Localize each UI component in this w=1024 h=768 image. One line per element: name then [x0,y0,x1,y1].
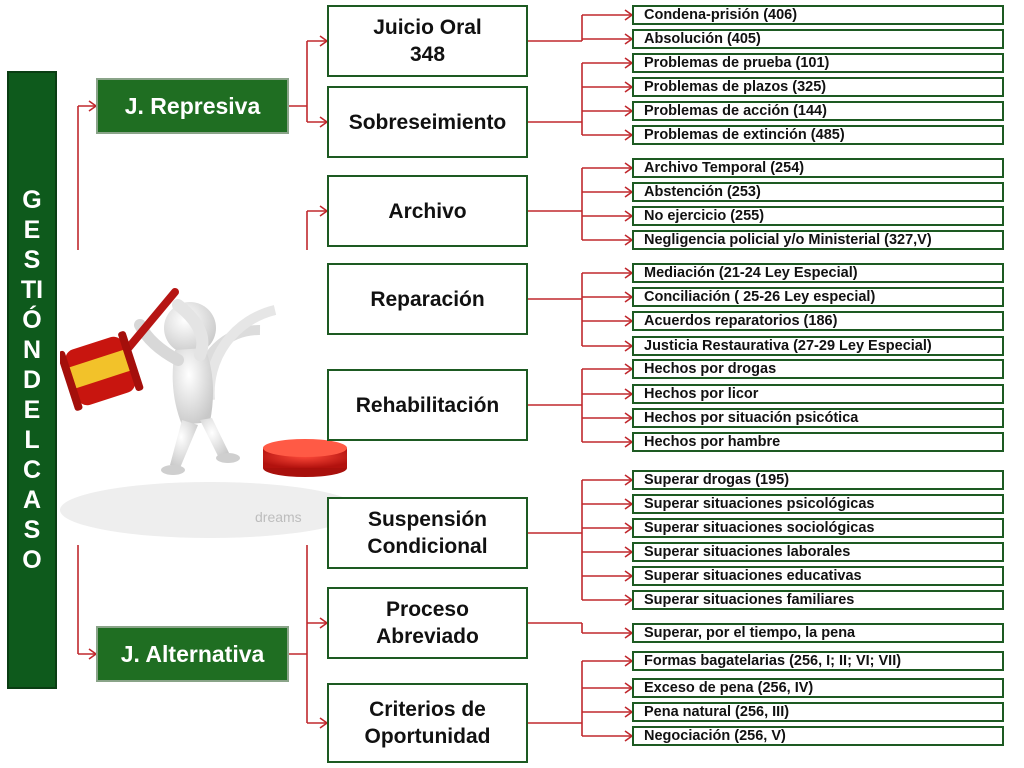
sidebar-gestion-del-caso: GESTIÓN DEL CASO [7,71,57,689]
leaf-item: Pena natural (256, III) [632,702,1004,722]
category-label: Criterios de Oportunidad [364,698,491,748]
gavel-figure-illustration: dreams [60,250,370,545]
leaf-item: Abstención (253) [632,182,1004,202]
branch-represiva: J. Represiva [96,78,289,134]
watermark-text: dreams [255,509,302,525]
leaf-item: No ejercicio (255) [632,206,1004,226]
leaf-item: Hechos por hambre [632,432,1004,452]
leaf-item: Superar situaciones educativas [632,566,1004,586]
category-box-7: Proceso Abreviado [327,587,528,659]
leaf-item: Absolución (405) [632,29,1004,49]
leaf-item: Hechos por licor [632,384,1004,404]
leaf-item: Superar drogas (195) [632,470,1004,490]
leaf-item: Mediación (21-24 Ley Especial) [632,263,1004,283]
category-label: Proceso Abreviado [376,598,479,648]
category-box-2: Sobreseimiento [327,86,528,158]
leaf-item: Superar situaciones sociológicas [632,518,1004,538]
category-label: Suspensión Condicional [367,508,488,558]
category-label: Rehabilitación [355,393,500,417]
category-box-1: Juicio Oral 348 [327,5,528,77]
leaf-item: Hechos por situación psicótica [632,408,1004,428]
leaf-item: Conciliación ( 25-26 Ley especial) [632,287,1004,307]
sidebar-title: GESTIÓN DEL CASO [20,186,48,574]
leaf-item: Acuerdos reparatorios (186) [632,311,1004,331]
leaf-item: Superar situaciones laborales [632,542,1004,562]
leaf-item: Superar situaciones psicológicas [632,494,1004,514]
category-label: Reparación [370,287,485,311]
category-box-4: Reparación [327,263,528,335]
branch-label: J. Alternativa [120,640,265,667]
category-box-5: Rehabilitación [327,369,528,441]
category-label: Sobreseimiento [348,110,507,134]
category-box-8: Criterios de Oportunidad [327,683,528,763]
leaf-item: Superar situaciones familiares [632,590,1004,610]
category-box-3: Archivo [327,175,528,247]
leaf-item: Problemas de acción (144) [632,101,1004,121]
category-box-6: Suspensión Condicional [327,497,528,569]
branch-label: J. Represiva [124,92,261,119]
leaf-item: Problemas de prueba (101) [632,53,1004,73]
leaf-item: Justicia Restaurativa (27-29 Ley Especia… [632,336,1004,356]
category-label: Archivo [388,199,467,223]
branch-alternativa: J. Alternativa [96,626,289,682]
leaf-item: Archivo Temporal (254) [632,158,1004,178]
leaf-item: Superar, por el tiempo, la pena [632,623,1004,643]
leaf-item: Hechos por drogas [632,359,1004,379]
leaf-item: Negligencia policial y/o Ministerial (32… [632,230,1004,250]
leaf-item: Exceso de pena (256, IV) [632,678,1004,698]
leaf-item: Condena-prisión (406) [632,5,1004,25]
leaf-item: Problemas de extinción (485) [632,125,1004,145]
leaf-item: Problemas de plazos (325) [632,77,1004,97]
category-label: Juicio Oral 348 [373,16,482,66]
leaf-item: Formas bagatelarias (256, I; II; VI; VII… [632,651,1004,671]
leaf-item: Negociación (256, V) [632,726,1004,746]
